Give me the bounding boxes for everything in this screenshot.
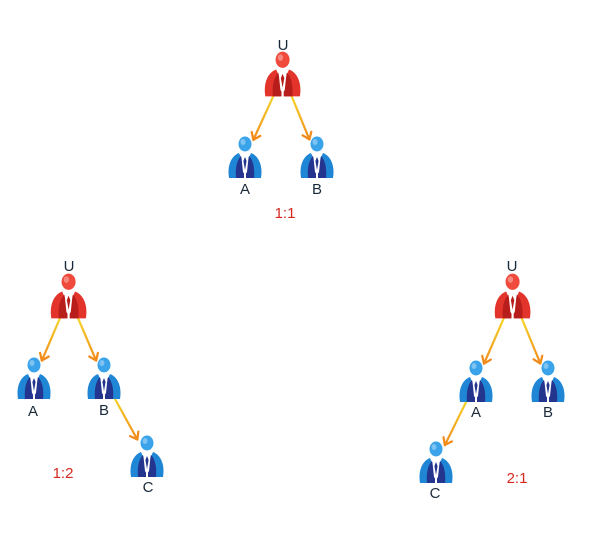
node-label-left-U: U — [63, 258, 75, 275]
person-icon-top-B — [300, 136, 334, 178]
node-label-top-B: B — [311, 181, 323, 198]
node-label-right-U: U — [506, 258, 518, 275]
node-label-right-C: C — [429, 485, 441, 502]
person-icon-right-C — [419, 441, 453, 483]
person-icon-top-A — [228, 136, 262, 178]
arrow-right-U-A — [481, 315, 506, 365]
person-icon-left-B — [87, 357, 121, 399]
arrow-top-U-B — [289, 93, 313, 141]
person-icon-right-U — [495, 273, 531, 319]
ratio-label-left: 1:2 — [52, 465, 74, 482]
arrow-left-U-A — [38, 315, 62, 362]
arrow-left-U-B — [76, 315, 100, 362]
node-label-right-A: A — [470, 404, 482, 421]
node-label-right-B: B — [542, 404, 554, 421]
person-icon-left-A — [17, 357, 51, 399]
ratio-label-top: 1:1 — [274, 205, 296, 222]
arrow-top-U-A — [250, 92, 276, 141]
person-icon-left-U — [51, 273, 87, 319]
person-icon-left-C — [130, 435, 164, 477]
person-icon-right-B — [531, 360, 565, 402]
node-label-top-A: A — [239, 181, 251, 198]
node-label-left-A: A — [27, 403, 39, 420]
person-icon-top-U — [265, 51, 301, 97]
person-icon-right-A — [459, 360, 493, 402]
arrow-left-B-C — [111, 393, 140, 441]
arrow-right-U-B — [519, 315, 544, 365]
node-label-left-B: B — [98, 402, 110, 419]
ratio-label-right: 2:1 — [506, 470, 528, 487]
arrow-right-A-C — [442, 397, 470, 447]
node-label-left-C: C — [142, 479, 154, 496]
node-label-top-U: U — [277, 37, 289, 54]
